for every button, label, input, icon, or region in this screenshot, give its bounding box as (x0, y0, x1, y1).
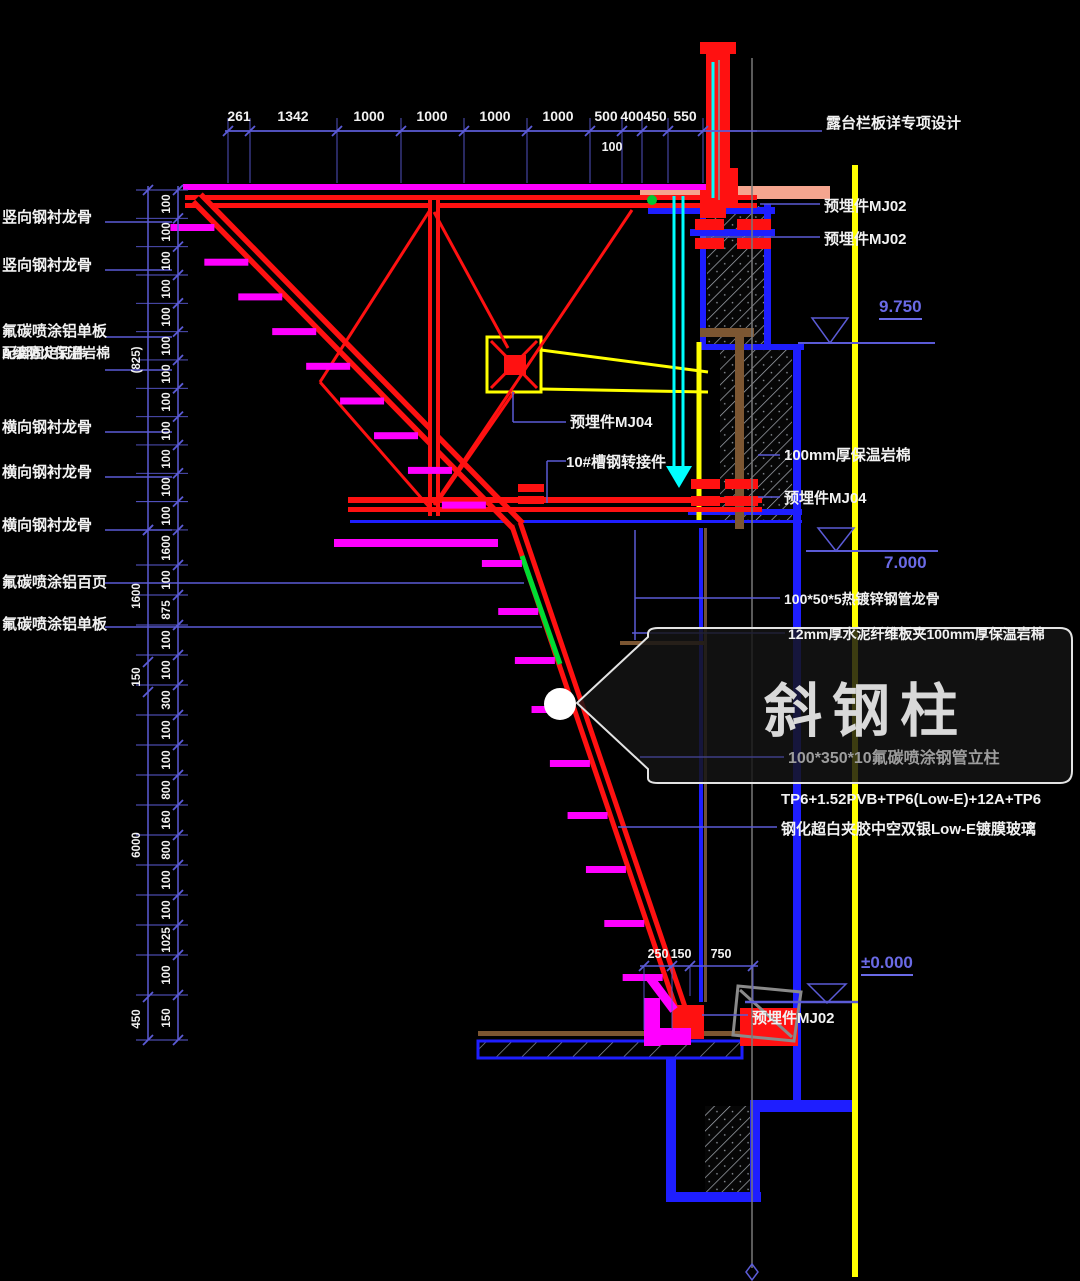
magenta-cap-line (183, 184, 710, 190)
dimension-lines (136, 118, 759, 1046)
steel-truss (185, 190, 798, 1046)
callout-bubble (544, 627, 1073, 784)
hanger-rod (666, 196, 692, 488)
anchor-plate (731, 984, 803, 1043)
floor-slab (476, 1039, 744, 1060)
callout-anchor-dot (544, 688, 576, 720)
elevation-markers (745, 317, 938, 1005)
leader-lines (105, 130, 822, 1016)
louver-fins (170, 224, 663, 981)
magenta-brackets (334, 539, 691, 1046)
railing-post (700, 42, 738, 206)
glazing-strip (519, 195, 657, 665)
